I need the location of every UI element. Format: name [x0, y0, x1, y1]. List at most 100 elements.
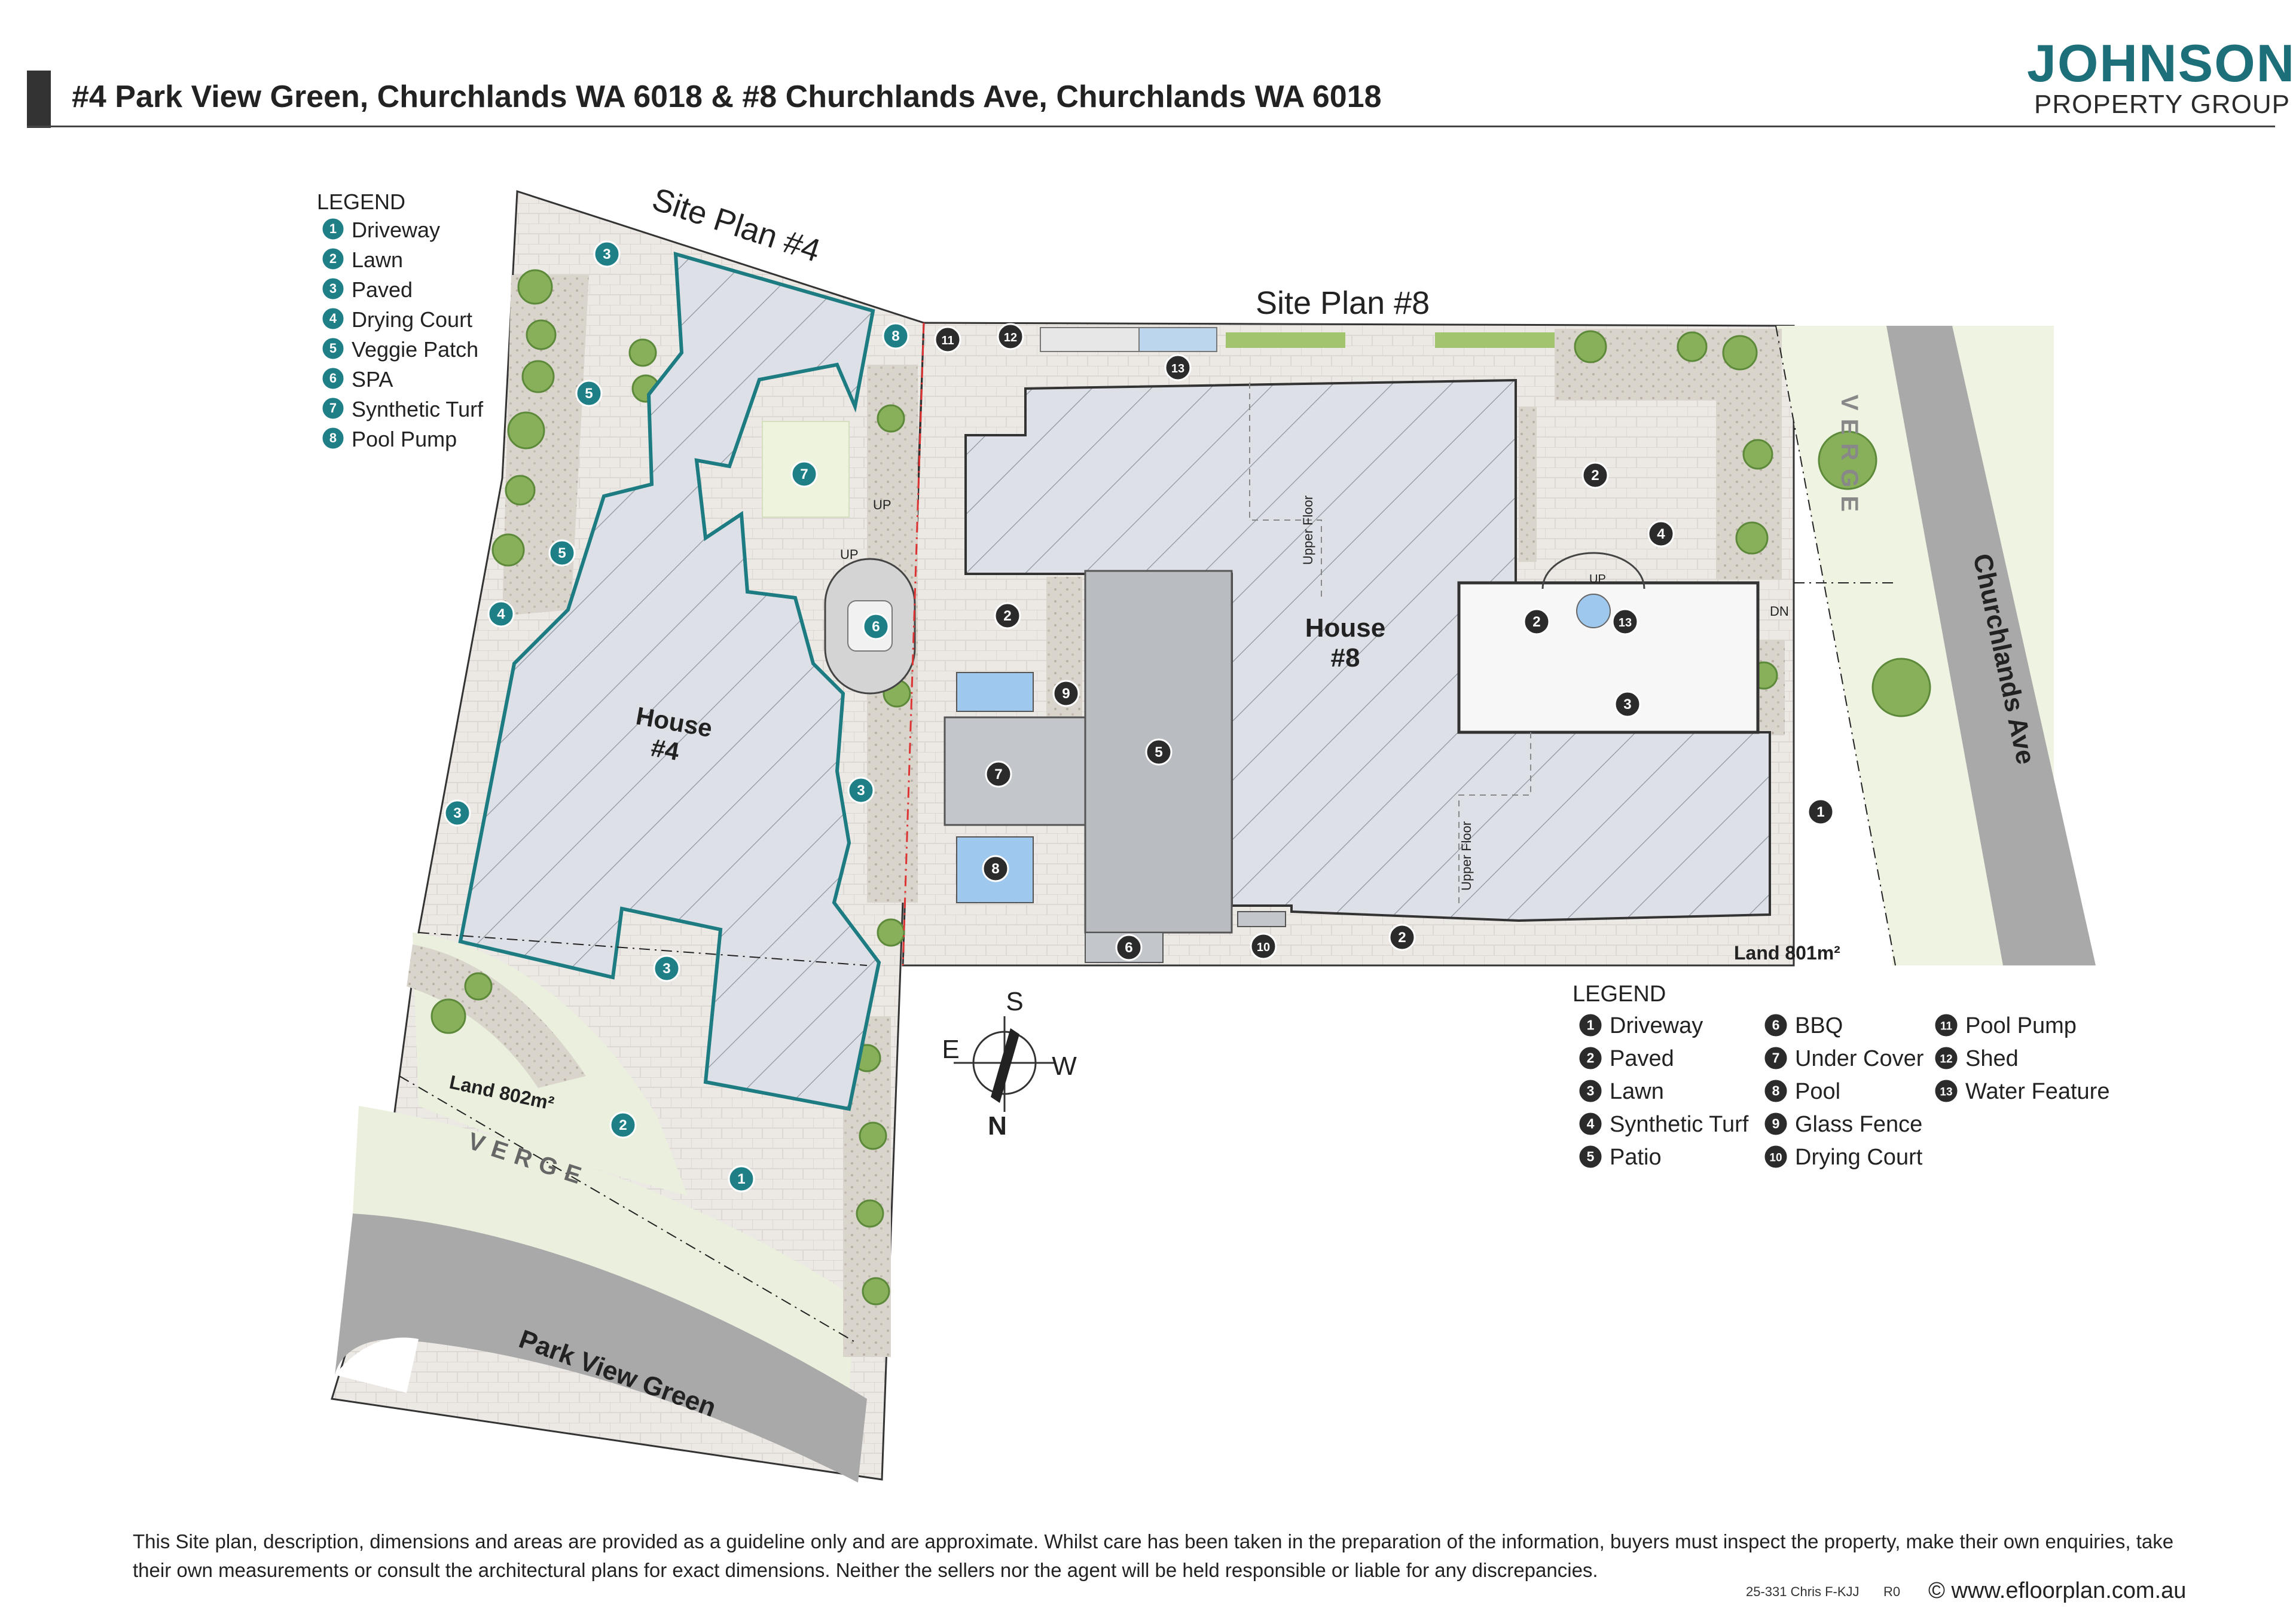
compass-south: S: [1006, 987, 1023, 1016]
map-4-marker-7-2: 7: [790, 460, 818, 488]
house-4-number: #4: [649, 733, 682, 766]
map-8-marker-8-7-number: 8: [991, 861, 999, 877]
map-4-marker-3-8: 3: [653, 955, 680, 982]
site-plan-8-title: Site Plan #8: [1256, 285, 1430, 321]
legend-4-label-4: Drying Court: [352, 307, 472, 332]
map-4-marker-6-5-disc: [862, 613, 890, 640]
map-8-marker-9-4: 9: [1052, 680, 1080, 707]
logo-name: JOHNSON: [2027, 33, 2296, 93]
up-label-8: UP: [1589, 573, 1606, 586]
map-8-marker-4-12: 4: [1647, 520, 1675, 548]
map-8-marker-2-13: 2: [1523, 608, 1550, 635]
copyright-link[interactable]: © www.efloorplan.com.au: [1928, 1578, 2187, 1603]
legend-4-marker-8: 8: [320, 426, 346, 451]
map-4-marker-5-1-disc: [575, 380, 603, 407]
legend-8-marker-1-disc: [1577, 1012, 1604, 1038]
map-4-marker-6-5: 6: [862, 613, 890, 640]
map-4-marker-3-7-number: 3: [857, 783, 865, 799]
map-4-marker-2-9-disc: [609, 1111, 637, 1139]
boundary-dashes: [399, 322, 1896, 1343]
map-4-marker-8-11-disc: [882, 322, 909, 350]
legend-4-label-1: Driveway: [352, 218, 440, 242]
map-8-marker-5-6: 5: [1145, 738, 1173, 766]
map-8-marker-3-15: 3: [1614, 690, 1641, 718]
plan-revision: R0: [1883, 1584, 1901, 1599]
legend-8-marker-11-disc: [1933, 1012, 1959, 1038]
map-8-marker-13-14-number: 13: [1619, 616, 1632, 629]
page-title: #4 Park View Green, Churchlands WA 6018 …: [72, 80, 1382, 114]
legend-4-label-3: Paved: [352, 277, 413, 302]
legend-8-marker-8-number: 8: [1772, 1083, 1780, 1099]
legend-8-marker-12-number: 12: [1940, 1053, 1952, 1066]
legend-4-label-8: Pool Pump: [352, 427, 457, 451]
map-8-marker-3-15-number: 3: [1623, 696, 1631, 713]
legend-4-marker-1-number: 1: [329, 221, 337, 236]
legend-8-marker-7: 7: [1763, 1045, 1789, 1071]
compass-east: E: [942, 1035, 959, 1064]
house-8-label: House: [1305, 613, 1385, 643]
legend-4-marker-1: 1: [320, 216, 346, 242]
plan-reference: 25-331 Chris F-KJJ: [1746, 1584, 1860, 1599]
map-8-marker-8-7-disc: [982, 855, 1009, 882]
legend-4-label-6: SPA: [352, 367, 393, 392]
map-8-marker-4-12-number: 4: [1657, 526, 1665, 542]
map-8-marker-11-0-disc: [934, 326, 961, 353]
legend-4-marker-7-number: 7: [329, 401, 337, 415]
legend-4-marker-6-disc: [320, 366, 346, 391]
house-4-footprint: [458, 251, 881, 1111]
map-8-marker-12-1: 12: [997, 323, 1024, 350]
map-8-marker-9-4-disc: [1052, 680, 1080, 707]
legend-8-marker-3-number: 3: [1587, 1083, 1595, 1099]
legend-8-marker-6: 6: [1763, 1012, 1789, 1038]
legend-4-marker-5-number: 5: [329, 341, 337, 356]
map-4-marker-3-6: 3: [444, 799, 471, 827]
map-4-marker-5-3-disc: [548, 539, 576, 567]
legend-8-marker-7-number: 7: [1772, 1050, 1780, 1066]
map-4-marker-5-3: 5: [548, 539, 576, 567]
map-8-marker-2-13-number: 2: [1532, 614, 1540, 630]
legend-4-marker-3: 3: [320, 276, 346, 301]
map-8-marker-2-10-disc: [1388, 924, 1416, 951]
legend-8-marker-5: 5: [1577, 1144, 1604, 1170]
legend-8-marker-3-disc: [1577, 1078, 1604, 1104]
land-8-area: Land 801m²: [1734, 942, 1840, 964]
map-4-marker-1-10: 1: [728, 1165, 755, 1193]
map-8-marker-13-14: 13: [1611, 608, 1639, 635]
map-8-marker-13-2-disc: [1164, 354, 1192, 381]
legend-8-label-10: Drying Court: [1795, 1145, 1923, 1170]
upper-floor-label-a: Upper Floor: [1300, 496, 1315, 565]
legend-8-marker-3: 3: [1577, 1078, 1604, 1104]
legend-4-marker-4: 4: [320, 306, 346, 331]
logo-subtitle: PROPERTY GROUP: [2034, 90, 2291, 119]
map-8-marker-7-5-disc: [985, 760, 1012, 788]
map-4-marker-2-9-number: 2: [619, 1117, 627, 1133]
legend-8-marker-8: 8: [1763, 1078, 1789, 1104]
disclaimer-text: This Site plan, description, dimensions …: [133, 1530, 2174, 1581]
legend-8-marker-10-disc: [1763, 1144, 1789, 1170]
compass-west: W: [1052, 1052, 1077, 1081]
map-4-marker-8-11: 8: [882, 322, 909, 350]
map-8-marker-8-7: 8: [982, 855, 1009, 882]
legend-4-marker-7-disc: [320, 396, 346, 421]
map-8-marker-13-14-disc: [1611, 608, 1639, 635]
legend-4-heading: LEGEND: [317, 189, 405, 214]
compass-rose: S E W N: [942, 987, 1077, 1141]
legend-8-label-6: BBQ: [1795, 1013, 1843, 1038]
legend-8-label-4: Synthetic Turf: [1610, 1112, 1749, 1137]
map-4-marker-4-4-disc: [487, 600, 515, 628]
map-4-marker-7-2-disc: [790, 460, 818, 488]
legend-4-marker-7: 7: [320, 396, 346, 421]
map-8-marker-5-6-disc: [1145, 738, 1173, 766]
map-4-marker-3-0-disc: [593, 240, 621, 268]
map-8-marker-10-9: 10: [1250, 933, 1277, 960]
map-8-marker-2-10-number: 2: [1398, 930, 1406, 946]
legend-8-heading: LEGEND: [1573, 982, 1666, 1007]
legend-4-marker-8-disc: [320, 426, 346, 451]
legend-4-marker-3-number: 3: [329, 281, 337, 296]
legend-4-marker-5: 5: [320, 336, 346, 361]
map-8-marker-2-3-number: 2: [1003, 608, 1011, 624]
map-8-marker-2-13-disc: [1523, 608, 1550, 635]
map-8-marker-13-2-number: 13: [1171, 362, 1184, 375]
